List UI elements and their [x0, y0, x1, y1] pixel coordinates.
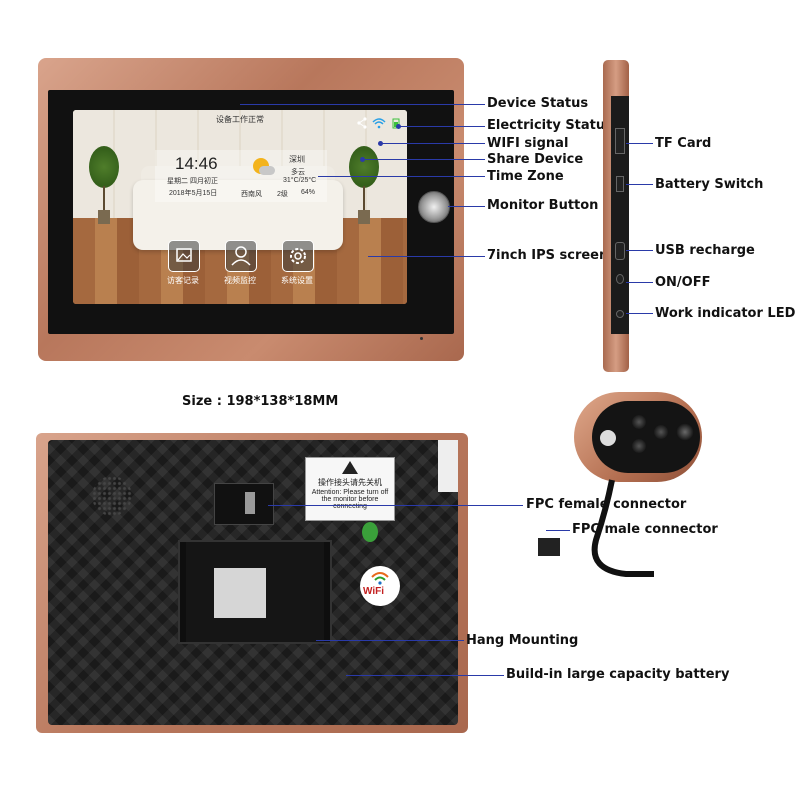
sofa-illustration — [133, 180, 343, 250]
leader-share — [364, 159, 485, 160]
weather-widget — [155, 150, 327, 202]
label-device-status: Device Status — [487, 96, 589, 111]
plant-right — [349, 146, 379, 188]
ips-screen[interactable]: 设备工作正常 14:46 星期二 四月初正 2018年5月15日 深圳 多云 3… — [73, 110, 407, 304]
weather-desc: 多云 — [291, 169, 305, 176]
tf-card-slot — [615, 128, 625, 154]
label-screen: 7inch IPS screen — [487, 248, 609, 263]
label-monitor-button: Monitor Button — [487, 198, 599, 213]
wind-direction: 西南风 — [241, 191, 262, 198]
warning-icon — [342, 461, 358, 474]
label-battery-switch: Battery Switch — [655, 177, 764, 192]
leader-electricity — [400, 126, 485, 127]
gear-icon — [290, 248, 306, 264]
system-settings-label: 系统设置 — [281, 276, 313, 285]
leader-monitor — [448, 206, 485, 207]
video-monitor-button[interactable] — [225, 240, 257, 272]
wifi-icon — [372, 118, 386, 129]
temperature: 31°C/25°C — [283, 177, 317, 184]
label-fpc-male: FPC male connector — [572, 522, 718, 537]
label-usb-recharge: USB recharge — [655, 243, 755, 258]
size-text: Size : 198*138*18MM — [182, 394, 339, 409]
speaker-grille — [92, 476, 132, 516]
fpc-male-connector[interactable] — [538, 538, 560, 556]
label-battery: Build-in large capacity battery — [506, 667, 730, 682]
serial-sticker — [438, 440, 458, 492]
label-time-zone: Time Zone — [487, 169, 564, 184]
cloud-icon — [259, 166, 275, 175]
humidity: 64% — [301, 189, 316, 196]
ir-led-2 — [654, 425, 668, 439]
bracket-label — [214, 568, 266, 618]
fpc-cable — [591, 479, 654, 577]
label-share-device: Share Device — [487, 152, 584, 167]
label-work-led: Work indicator LED — [655, 306, 796, 321]
visitor-record-button[interactable] — [168, 240, 200, 272]
work-led — [616, 310, 624, 318]
fpc-female-connector[interactable] — [214, 483, 274, 525]
wifi-logo-text: WiFi — [363, 586, 385, 597]
device-status-text: 设备工作正常 — [216, 115, 264, 124]
camera-lens — [676, 423, 694, 441]
label-electricity-status: Electricity Status — [487, 118, 613, 133]
ir-led-3 — [632, 439, 646, 453]
label-on-off: ON/OFF — [655, 275, 711, 290]
leader-wifi — [382, 143, 485, 144]
lunar-date: 星期二 四月初正 — [167, 178, 218, 185]
green-eco-badge — [362, 522, 378, 542]
share-icon — [357, 117, 367, 129]
on-off-switch — [616, 274, 624, 284]
plant-left — [89, 146, 119, 188]
leader-timezone — [318, 176, 485, 177]
hang-mounting-bracket — [178, 540, 332, 644]
clock-time: 14:46 — [175, 154, 218, 173]
label-tf-card: TF Card — [655, 136, 712, 151]
warning-sticker: 操作接头请先关机 Attention: Please turn off the … — [305, 457, 395, 521]
wifi-logo: WiFi — [360, 566, 400, 606]
leader-device-status — [240, 104, 485, 105]
ir-led-1 — [632, 415, 646, 429]
wind-level: 2级 — [277, 191, 288, 198]
system-settings-button[interactable] — [282, 240, 314, 272]
doorbell-button[interactable] — [600, 430, 616, 446]
battery-switch — [616, 176, 624, 192]
video-monitor-label: 视频监控 — [224, 276, 256, 285]
visitor-record-label: 访客记录 — [167, 276, 199, 285]
city-name: 深圳 — [289, 155, 305, 164]
label-hang-mounting: Hang Mounting — [466, 633, 579, 648]
side-panel — [611, 96, 629, 334]
monitor-button[interactable] — [418, 191, 450, 223]
wifi-icon — [371, 572, 389, 585]
front-mic-hole — [420, 337, 423, 340]
label-wifi-signal: WIFI signal — [487, 136, 569, 151]
usb-port — [615, 242, 625, 260]
date-text: 2018年5月15日 — [169, 190, 218, 197]
warning-title: 操作接头请先关机 — [318, 478, 382, 487]
warning-body: Attention: Please turn off the monitor b… — [311, 489, 389, 510]
leader-screen — [368, 256, 485, 257]
